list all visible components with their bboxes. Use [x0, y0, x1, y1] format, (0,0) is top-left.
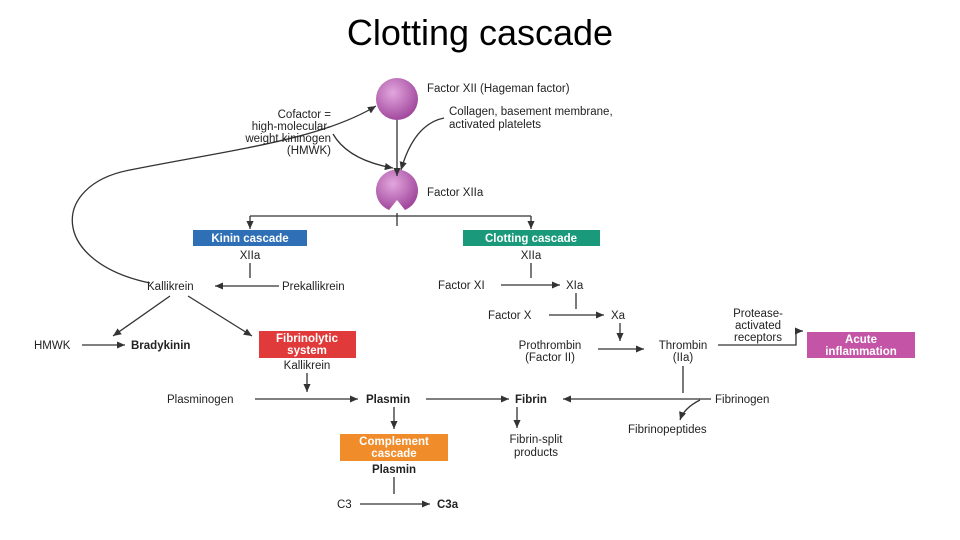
cofactor-line-4: (HMWK)	[287, 145, 331, 157]
bradykinin-label: Bradykinin	[131, 340, 190, 352]
complement-line-1: Complement	[359, 436, 429, 448]
fibrin-split-line-1: Fibrin-split	[509, 434, 563, 446]
fibrinolytic-line-2: system	[287, 345, 327, 357]
protease-line-2: activated	[735, 320, 781, 332]
plasmin-2-label: Plasmin	[372, 464, 416, 476]
arrow-kallikrein-to-bradykinin	[112, 295, 171, 337]
fibrin-split-line-2: products	[514, 447, 558, 459]
prekallikrein-label: Prekallikrein	[282, 281, 345, 293]
fibrinolytic-system-box	[259, 331, 356, 358]
plasmin-label: Plasmin	[366, 394, 410, 406]
prothrombin-line-2: (Factor II)	[525, 352, 575, 364]
xiia-right-label: XIIa	[521, 250, 542, 262]
factor-xiia-label: Factor XIIa	[427, 187, 484, 199]
c3-label: C3	[337, 499, 352, 511]
factor-xii-label: Factor XII (Hageman factor)	[427, 83, 570, 95]
acute-line-2: inflammation	[825, 346, 897, 358]
arrow-kallikrein-to-fibrinolytic	[187, 295, 253, 337]
complement-line-2: cascade	[371, 448, 416, 460]
fibrinolytic-line-1: Fibrinolytic	[276, 333, 339, 345]
xiia-left-label: XIIa	[240, 250, 261, 262]
arrow-hmwk-to-xiia	[332, 133, 394, 171]
kinin-cascade-label: Kinin cascade	[211, 233, 288, 245]
fibrinopeptides-label: Fibrinopeptides	[628, 424, 707, 436]
kinin-cascade-box	[193, 230, 307, 246]
cofactor-line-2: high-molecular-	[252, 121, 331, 133]
cofactor-line-1: Cofactor =	[278, 109, 332, 121]
hmwk-label: HMWK	[34, 340, 71, 352]
thrombin-line-1: Thrombin	[659, 340, 708, 352]
kallikrein-2-label: Kallikrein	[284, 360, 331, 372]
protease-line-1: Protease-	[733, 308, 783, 320]
arrow-collagen-to-xiia	[399, 117, 445, 171]
acute-line-1: Acute	[845, 334, 877, 346]
xia-label: XIa	[566, 280, 584, 292]
plasminogen-label: Plasminogen	[167, 394, 233, 406]
arrow-to-fibrinopeptides	[679, 399, 701, 421]
thrombin-line-2: (IIa)	[673, 352, 694, 364]
clotting-cascade-label: Clotting cascade	[485, 233, 577, 245]
factor-xi-label: Factor XI	[438, 280, 485, 292]
clotting-cascade-box	[463, 230, 600, 246]
arrow-thrombin-to-receptors	[718, 331, 797, 346]
page-title: Clotting cascade	[346, 12, 614, 53]
kallikrein-label: Kallikrein	[147, 281, 194, 293]
collagen-line-1: Collagen, basement membrane,	[449, 106, 613, 118]
prothrombin-line-1: Prothrombin	[519, 340, 582, 352]
feedback-loop-arrow	[71, 105, 377, 284]
c3a-label: C3a	[437, 499, 459, 511]
factor-xii-sphere-icon	[376, 78, 418, 120]
fibrin-label: Fibrin	[515, 394, 547, 406]
xa-label: Xa	[611, 310, 626, 322]
fibrinogen-label: Fibrinogen	[715, 394, 769, 406]
protease-line-3: receptors	[734, 332, 782, 344]
factor-xiia-sphere-icon	[376, 169, 418, 210]
complement-cascade-box	[340, 434, 448, 461]
cofactor-line-3: weight kininogen	[244, 133, 331, 145]
acute-inflammation-box	[807, 332, 915, 358]
factor-x-label: Factor X	[488, 310, 532, 322]
collagen-line-2: activated platelets	[449, 119, 541, 131]
